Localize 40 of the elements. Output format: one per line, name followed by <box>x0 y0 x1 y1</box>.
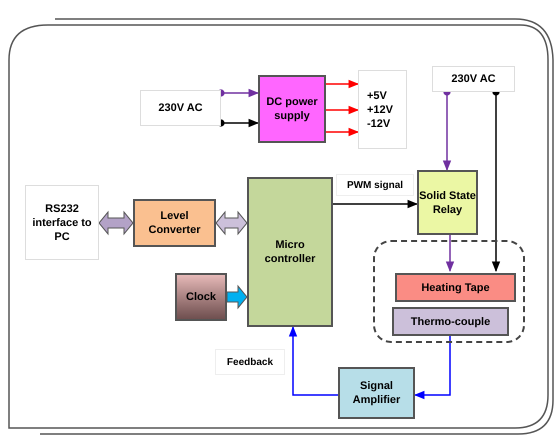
arrow <box>326 128 360 136</box>
node-label: Micro controller <box>264 238 316 266</box>
node-label: +12V <box>367 102 393 116</box>
node-label: Level Converter <box>148 209 202 237</box>
node-label: Clock <box>186 290 216 304</box>
text-box <box>140 90 221 126</box>
node-label: -12V <box>367 116 390 130</box>
node-label: Solid State Relay <box>419 188 476 216</box>
node-label: +5V <box>367 88 387 102</box>
process-box <box>247 177 333 327</box>
text-box <box>358 70 407 149</box>
arrow <box>446 235 454 272</box>
text-box <box>432 66 515 92</box>
arrow <box>288 326 338 396</box>
block-arrow <box>98 210 134 236</box>
group-box <box>373 240 525 343</box>
edge-label: Feedback <box>215 349 285 375</box>
process-box <box>133 199 216 247</box>
arrow <box>414 334 451 400</box>
node-label: Thermo-couple <box>410 314 490 328</box>
arrow <box>326 80 360 88</box>
text-box <box>25 185 99 260</box>
node-label: 230V AC <box>158 101 203 115</box>
node-label: DC power supply <box>265 95 319 123</box>
node-label: 230V AC <box>451 72 496 86</box>
node-label: Signal Amplifier <box>352 379 402 407</box>
arrow <box>217 88 260 98</box>
block-arrow <box>226 284 248 310</box>
process-box <box>417 170 478 235</box>
process-box <box>258 75 326 143</box>
process-box <box>395 273 516 302</box>
process-box <box>175 273 227 321</box>
node-label: Heating Tape <box>421 280 490 294</box>
process-box <box>338 367 415 419</box>
arrow <box>333 200 418 208</box>
node-label: RS232 interface to PC <box>31 202 93 244</box>
process-box <box>392 307 509 336</box>
block-arrow <box>215 210 248 236</box>
edge-label: PWM signal <box>336 174 414 196</box>
arrow <box>326 106 360 114</box>
